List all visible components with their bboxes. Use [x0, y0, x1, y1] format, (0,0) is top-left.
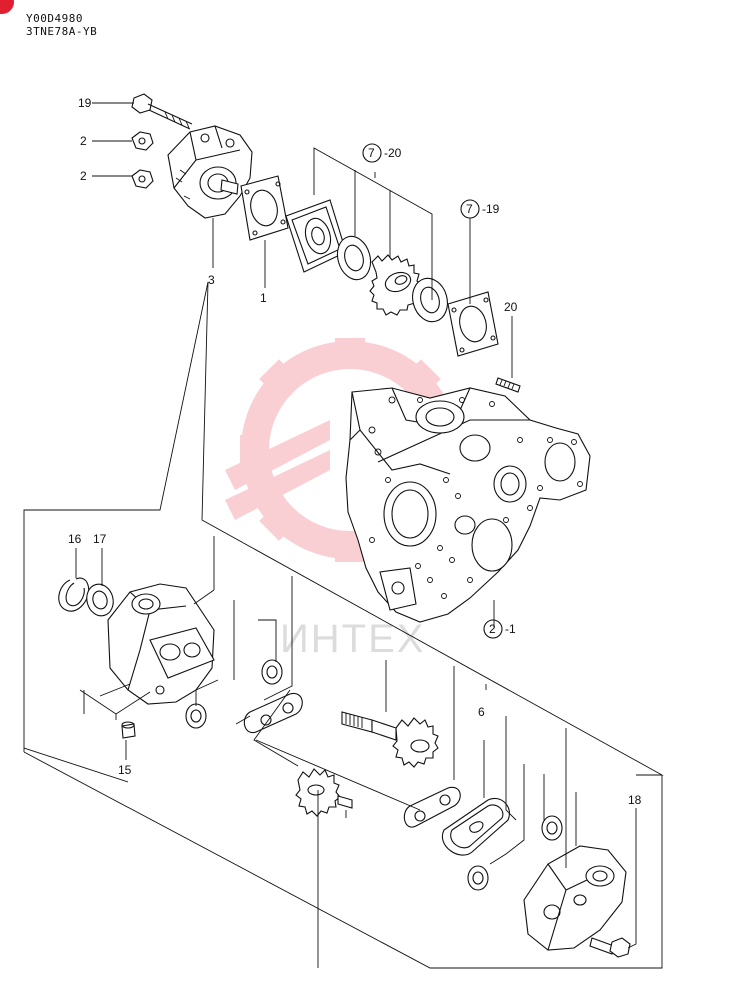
stud-20	[495, 377, 521, 393]
side-plate-2	[403, 786, 461, 828]
label-1: 1	[260, 291, 267, 305]
label-3: 3	[208, 273, 215, 287]
label-2-upper: 2	[80, 134, 87, 148]
label-16: 16	[68, 532, 82, 546]
oil-seal-17	[86, 583, 114, 617]
gasket-6	[441, 798, 510, 856]
drive-flange	[285, 199, 347, 273]
watermark-text: ИНТЕХ	[280, 617, 425, 661]
bushing-d	[467, 865, 489, 891]
bushing-c	[541, 815, 563, 841]
hydraulic-pump-assembly	[131, 93, 253, 219]
bushing-a	[261, 659, 283, 685]
label-7-20-suffix: -20	[384, 146, 402, 160]
label-17: 17	[93, 532, 107, 546]
bolt-18	[589, 937, 631, 958]
label-7-20-num: 7	[368, 146, 375, 160]
model-code: 3TNE78A-YB	[26, 25, 98, 38]
pump-rear-cover	[523, 845, 627, 951]
drive-gear-shaft	[341, 711, 439, 768]
bolt-19	[131, 93, 193, 130]
label-2-lower: 2	[80, 169, 87, 183]
label-7-19-num: 7	[466, 202, 473, 216]
nut-2-lower	[131, 169, 154, 189]
label-20: 20	[504, 300, 518, 314]
pump-front-cover	[107, 583, 215, 705]
diagram-code: Y00D4980	[26, 12, 83, 25]
nut-2-upper	[131, 131, 154, 151]
callout-circle-7-19	[460, 199, 480, 219]
callout-circle-2-1	[483, 619, 503, 639]
drive-gear	[369, 254, 422, 316]
label-18: 18	[628, 793, 642, 807]
driven-gear	[295, 768, 353, 817]
label-6: 6	[478, 705, 485, 719]
label-2-1-num: 2	[489, 622, 496, 636]
bearing-2	[412, 277, 448, 323]
snap-ring-16	[58, 577, 90, 612]
label-15: 15	[118, 763, 132, 777]
label-19: 19	[78, 96, 92, 110]
bearing	[336, 235, 372, 281]
callout-circle-7-20	[362, 143, 382, 163]
gasket-1	[240, 175, 289, 241]
label-2-1-suffix: -1	[505, 622, 516, 636]
gasket-7-19	[447, 291, 499, 357]
gear-case	[345, 387, 591, 623]
label-7-19-suffix: -19	[482, 202, 500, 216]
bushing-b	[185, 703, 207, 729]
dowel-pin-15	[121, 721, 136, 739]
